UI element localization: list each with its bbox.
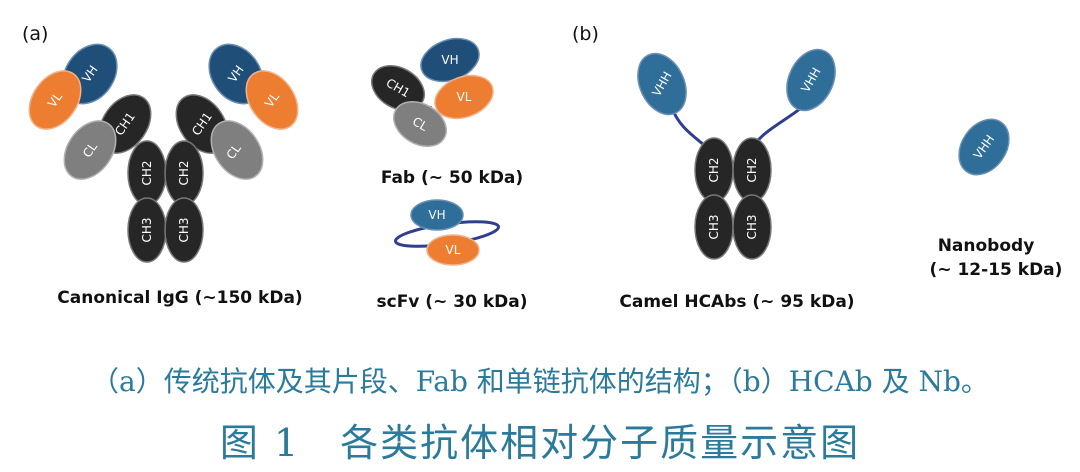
domain-vhh: VHH (786, 48, 836, 112)
canonical-igg: VH VL CH1 CL VH VL CH1 CL (28, 43, 299, 263)
domain-cl: CL (393, 100, 447, 148)
domain-cl: CL (63, 120, 117, 180)
svg-text:CH3: CH3 (745, 214, 759, 239)
figure-caption: （a）传统抗体及其片段、Fab 和单链抗体的结构；（b）HCAb 及 Nb。 (91, 365, 989, 398)
svg-text:CH2: CH2 (745, 157, 759, 182)
scfv-fragment: VH VL (393, 199, 501, 266)
svg-text:VL: VL (457, 90, 472, 104)
igg-label: Canonical IgG (~150 kDa) (57, 288, 302, 308)
domain-vh: VH (410, 199, 464, 231)
domain-vh: VH (420, 37, 480, 83)
antibody-diagram: (a) (b) VH VL CH1 CL VH VL (22, 23, 1063, 312)
svg-text:VH: VH (441, 53, 458, 67)
domain-ch3: CH3 (164, 197, 204, 263)
domain-ch3: CH3 (732, 194, 772, 260)
domain-ch2: CH2 (732, 137, 772, 203)
domain-ch3: CH3 (694, 194, 734, 260)
panel-a-label: (a) (22, 23, 48, 45)
svg-text:CH2: CH2 (707, 157, 721, 182)
domain-vhh: VHH (637, 52, 687, 116)
figure-title: 图 1 各类抗体相对分子质量示意图 (219, 421, 861, 465)
domain-ch2: CH2 (164, 140, 204, 206)
svg-text:VL: VL (446, 243, 461, 257)
svg-text:VH: VH (428, 208, 445, 222)
domain-vl: VL (434, 74, 494, 120)
domain-vhh: VHH (958, 118, 1010, 176)
nanobody-label-line2: (~ 12-15 kDa) (930, 260, 1063, 280)
svg-text:CH2: CH2 (177, 160, 191, 185)
fab-fragment: VH CH1 VL CL (371, 37, 494, 148)
domain-ch2: CH2 (127, 140, 167, 206)
domain-ch1: CH1 (371, 64, 425, 112)
domain-vl: VL (426, 234, 480, 266)
fab-label: Fab (~ 50 kDa) (381, 168, 523, 188)
nanobody: VHH (958, 118, 1010, 176)
svg-text:CH3: CH3 (177, 217, 191, 242)
svg-text:CH3: CH3 (140, 217, 154, 242)
scfv-label: scFv (~ 30 kDa) (377, 292, 528, 312)
domain-cl: CL (210, 120, 264, 180)
svg-text:CH2: CH2 (140, 160, 154, 185)
svg-text:CH3: CH3 (707, 214, 721, 239)
domain-ch3: CH3 (127, 197, 167, 263)
nanobody-label-line1: Nanobody (938, 236, 1035, 256)
panel-b-label: (b) (572, 23, 599, 45)
hcab-label: Camel HCAbs (~ 95 kDa) (619, 292, 854, 312)
domain-ch2: CH2 (694, 137, 734, 203)
domain-vl: VL (245, 70, 299, 130)
camel-hcab: VHH VHH CH2 CH2 CH3 CH3 (637, 48, 836, 260)
svg-text:CL: CL (410, 114, 430, 134)
domain-vl: VL (28, 70, 82, 130)
